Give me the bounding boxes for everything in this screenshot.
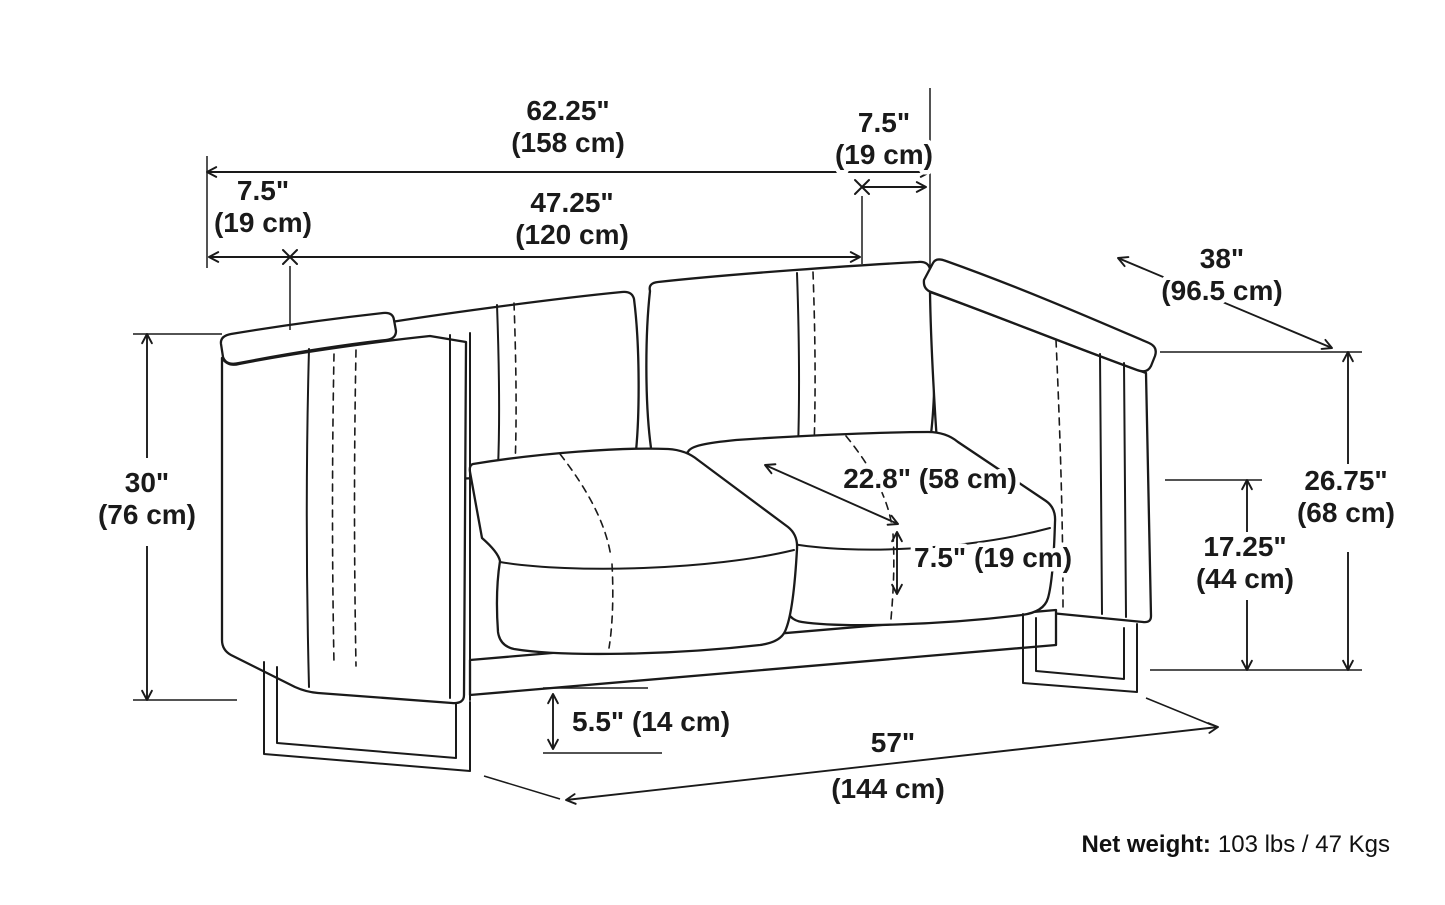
left-arm <box>219 311 468 705</box>
overall-depth-in: 38" <box>1200 243 1244 274</box>
overall-depth-cm: (96.5 cm) <box>1161 275 1282 306</box>
net-weight-value: 103 lbs / 47 Kgs <box>1218 831 1390 858</box>
dim-overall-depth: 38" (96.5 cm) <box>1117 239 1333 350</box>
seat-height-in: 17.25" <box>1203 531 1286 562</box>
seat-cushion-left-crease <box>499 549 795 570</box>
overall-width-in: 62.25" <box>526 95 609 126</box>
back-cushion-left-seam <box>496 304 501 469</box>
dim-seat-height: 17.25" (44 cm) <box>1165 479 1299 671</box>
back-cushion-right-stitch <box>812 271 816 449</box>
seat-cushion-left <box>468 447 799 656</box>
overall-width-cm: (158 cm) <box>511 127 625 158</box>
net-weight: Net weight: 103 lbs / 47 Kgs <box>1082 831 1390 858</box>
left-arm-width-cm: (19 cm) <box>214 207 312 238</box>
seat-cushion-right-crease <box>786 527 1051 551</box>
inner-seat-width-in: 47.25" <box>530 187 613 218</box>
dim-front-width: 57" (144 cm) <box>483 697 1219 809</box>
base-clearance-label: 5.5" (14 cm) <box>572 706 730 737</box>
net-weight-label: Net weight: <box>1082 831 1211 858</box>
arm-height-in: 26.75" <box>1304 465 1387 496</box>
dim-overall-width: 62.25" (158 cm) <box>206 88 931 268</box>
dim-cushion-thickness: 7.5" (19 cm) <box>891 531 1077 595</box>
right-arm-stitch <box>1055 339 1064 609</box>
dim-base-clearance: 5.5" (14 cm) <box>543 687 735 754</box>
right-arm-width-cm: (19 cm) <box>835 139 933 170</box>
left-arm-stitch <box>331 349 357 667</box>
left-arm-crease <box>305 348 310 688</box>
left-arm-width-in: 7.5" <box>237 175 289 206</box>
front-width-cm: (144 cm) <box>831 773 945 804</box>
overall-height-in: 30" <box>125 467 169 498</box>
dim-right-arm-width: 7.5" (19 cm) <box>830 103 938 264</box>
left-arm-body <box>220 334 468 705</box>
seat-depth-label: 22.8" (58 cm) <box>843 463 1017 494</box>
dim-left-arm-and-inner-width: 7.5" (19 cm) 47.25" (120 cm) <box>208 171 861 330</box>
seat-cushion-left-stitch <box>559 453 614 649</box>
inner-seat-width-cm: (120 cm) <box>515 219 629 250</box>
front-width-in: 57" <box>871 727 915 758</box>
dim-overall-height: 30" (76 cm) <box>93 333 237 701</box>
left-arm-metal-band <box>449 332 471 701</box>
cushion-thickness-label: 7.5" (19 cm) <box>914 542 1072 573</box>
left-leg-frame <box>263 661 471 772</box>
sofa-illustration <box>219 258 1157 772</box>
right-leg-frame <box>1022 613 1138 693</box>
back-cushion-left-stitch <box>513 302 517 467</box>
back-cushion-right-seam <box>796 272 801 451</box>
right-arm-metal-band <box>1099 353 1127 618</box>
overall-height-cm: (76 cm) <box>98 499 196 530</box>
dim-seat-depth: 22.8" (58 cm) <box>764 459 1021 526</box>
arm-height-cm: (68 cm) <box>1297 497 1395 528</box>
dim-arm-height: 26.75" (68 cm) <box>1150 351 1400 671</box>
right-arm-width-in: 7.5" <box>858 107 910 138</box>
back-cushion-right <box>645 260 936 458</box>
seat-height-cm: (44 cm) <box>1196 563 1294 594</box>
right-arm-top <box>922 258 1157 373</box>
